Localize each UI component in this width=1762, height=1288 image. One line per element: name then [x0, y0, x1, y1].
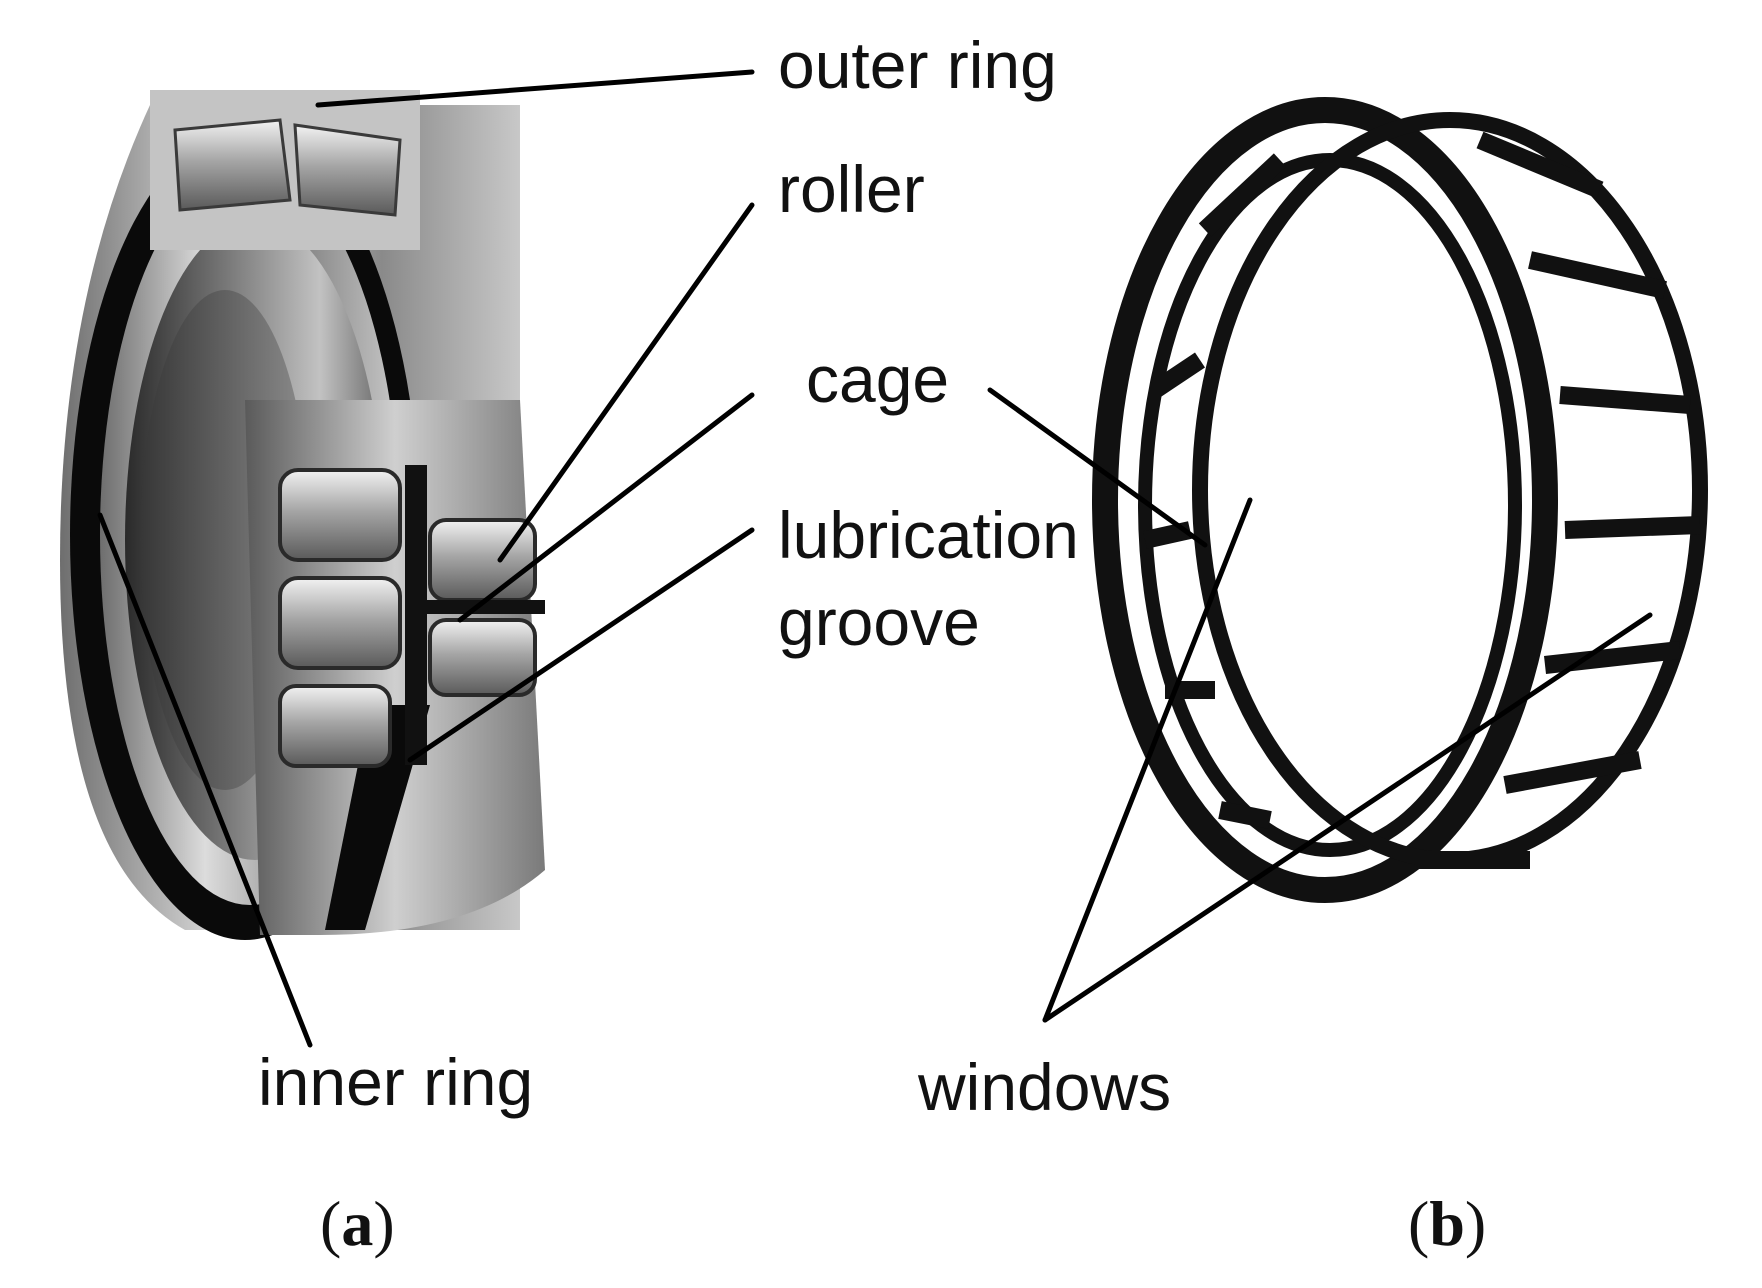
- cage-outer-ring-front: [1092, 97, 1558, 903]
- cage-bar-2: [420, 600, 545, 614]
- bearing-illustration: [60, 90, 545, 940]
- label-roller: roller: [778, 152, 925, 226]
- leader-lines: [97, 69, 1653, 1048]
- roller-5: [428, 618, 537, 697]
- caption-b-open: (: [1408, 1188, 1429, 1259]
- caption-a-open: (: [320, 1188, 341, 1259]
- cage-bar-1: [405, 465, 427, 765]
- roller-2: [278, 576, 402, 670]
- roller-3: [278, 684, 392, 768]
- label-groove: groove: [778, 585, 980, 659]
- caption-b: (b): [1408, 1188, 1486, 1259]
- leader-outer-ring: [315, 69, 755, 108]
- label-windows: windows: [917, 1050, 1171, 1124]
- caption-b-letter: b: [1429, 1188, 1465, 1259]
- top-roller-right: [293, 123, 402, 217]
- caption-a: (a): [320, 1188, 395, 1259]
- lubrication-groove-band: [325, 705, 430, 930]
- roller-1: [278, 468, 402, 562]
- label-lubrication: lubrication: [778, 498, 1079, 572]
- leader-cage: [457, 392, 755, 623]
- top-roller-left: [173, 118, 292, 212]
- leader-cage-b: [987, 387, 1208, 548]
- leader-lubrication-groove: [407, 527, 755, 763]
- leader-windows-1: [1042, 497, 1253, 1023]
- leader-windows-2: [1042, 612, 1653, 1023]
- leader-inner-ring: [97, 512, 313, 1048]
- caption-b-close: ): [1465, 1188, 1486, 1259]
- caption-a-letter: a: [341, 1188, 373, 1259]
- leader-roller: [497, 202, 755, 563]
- caption-a-close: ): [373, 1188, 394, 1259]
- label-cage: cage: [806, 342, 949, 416]
- cage-illustration: [1092, 97, 1708, 903]
- cage-bars: [1143, 131, 1701, 869]
- label-outer-ring: outer ring: [778, 28, 1057, 102]
- label-inner-ring: inner ring: [258, 1045, 533, 1119]
